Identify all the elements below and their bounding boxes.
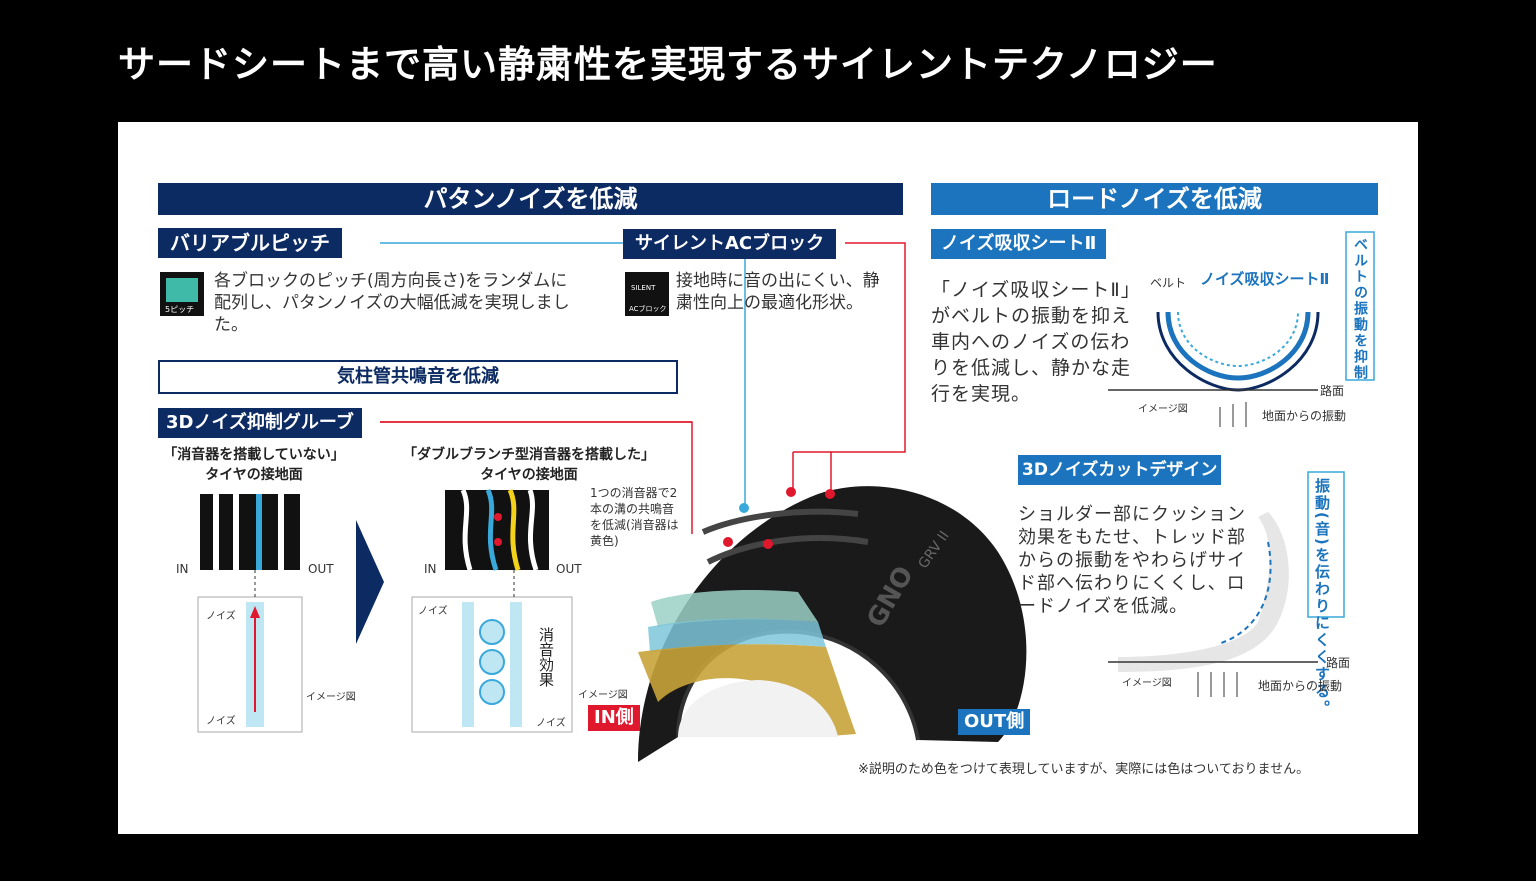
road-label-top: 路面 — [1320, 384, 1345, 398]
air-column-heading: 気柱管共鳴音を低減 — [158, 360, 678, 394]
tread-stripes-plain — [200, 494, 300, 570]
silent-ac-icon-caption: ACブロック — [629, 305, 667, 313]
absorbing-sheet-label: ノイズ吸収シートⅡ — [931, 229, 1107, 259]
road-label-bottom: 路面 — [1326, 656, 1351, 670]
vibration-label-top: 地面からの振動 — [1262, 409, 1347, 423]
image-label-belt: イメージ図 — [1138, 404, 1188, 415]
footnote: ※説明のため色をつけて表現していますが、実際には色はついておりません。 — [858, 762, 1310, 777]
plain-tread-caption: 「消音器を搭載していない」 タイヤの接地面 — [163, 447, 345, 483]
arrow-right-icon — [356, 520, 384, 644]
vibration-label-bottom: 地面からの振動 — [1258, 679, 1343, 693]
image-label-left: イメージ図 — [306, 692, 356, 703]
variable-pitch-description: 各ブロックのピッチ(周方向長さ)をランダムに配列し、パタンノイズの大幅低減を実現… — [214, 271, 570, 335]
out-label-right: OUT — [556, 562, 582, 576]
absorbing-sheet-description: 「ノイズ吸収シートⅡ」がベルトの振動を抑え車内へのノイズの伝わりを低減し、静かな… — [931, 279, 1132, 405]
in-label-right: IN — [424, 562, 437, 576]
silencer-note: 1つの消音器で2本の溝の共鳴音を低減(消音器は黄色) — [590, 486, 679, 548]
sheet-label: ノイズ吸収シートⅡ — [1200, 270, 1330, 288]
noise-label-left-bottom: ノイズ — [206, 716, 236, 727]
diagram-graphics — [197, 231, 1375, 762]
infographic-panel: パタンノイズを低減 バリアブルピッチ 5ピッチ 各ブロックのピッチ(周方向長さ)… — [118, 122, 1418, 834]
variable-pitch-icon: 5ピッチ — [160, 272, 204, 316]
out-label-left: OUT — [308, 562, 334, 576]
tire-illustration — [638, 486, 1027, 762]
in-side-badge: IN側 — [588, 705, 640, 731]
belt-vibration-note: ベルトの振動を抑制 — [1352, 237, 1368, 381]
silent-ac-block-label: サイレントACブロック — [623, 229, 837, 259]
tread-stripes-silencer — [445, 488, 549, 571]
silent-ac-icon-top: SILENT — [631, 284, 656, 292]
image-label-shoulder: イメージ図 — [1122, 678, 1172, 689]
silent-ac-block-icon: SILENT ACブロック — [625, 272, 669, 316]
shoulder-diagram — [1108, 471, 1345, 697]
in-label-left: IN — [176, 562, 189, 576]
silencer-effect-label: 消音効果 — [537, 627, 555, 687]
cut-design-description: ショルダー部にクッション効果をもたせ、トレッド部からの振動をやわらげサイド部へ伝… — [1018, 504, 1246, 617]
variable-pitch-icon-caption: 5ピッチ — [165, 305, 195, 314]
image-label-middle: イメージ図 — [578, 690, 628, 701]
noise-label-left-top: ノイズ — [206, 611, 236, 622]
road-noise-banner: ロードノイズを低減 — [931, 183, 1378, 215]
silent-ac-block-description: 接地時に音の出にくい、静粛性向上の最適化形状。 — [676, 271, 880, 313]
noise-groove-label: 3Dノイズ抑制グルーブ — [158, 408, 362, 438]
out-side-badge: OUT側 — [958, 709, 1031, 735]
pattern-noise-banner: パタンノイズを低減 — [158, 183, 903, 215]
noise-label-right-top: ノイズ — [418, 606, 448, 617]
cut-design-label: 3Dノイズカットデザイン — [1018, 455, 1222, 485]
silencer-tread-caption: 「ダブルブランチ型消音器を搭載した」 タイヤの接地面 — [403, 447, 655, 483]
noise-label-right-bottom: ノイズ — [536, 718, 566, 729]
page-title: サードシートまで高い静粛性を実現するサイレントテクノロジー — [118, 43, 1218, 86]
belt-label: ベルト — [1150, 276, 1187, 290]
vibration-block-note: 振動(音)を伝わりにくくする。 — [1313, 478, 1331, 717]
belt-diagram — [1108, 231, 1375, 427]
variable-pitch-label: バリアブルピッチ — [158, 228, 342, 258]
